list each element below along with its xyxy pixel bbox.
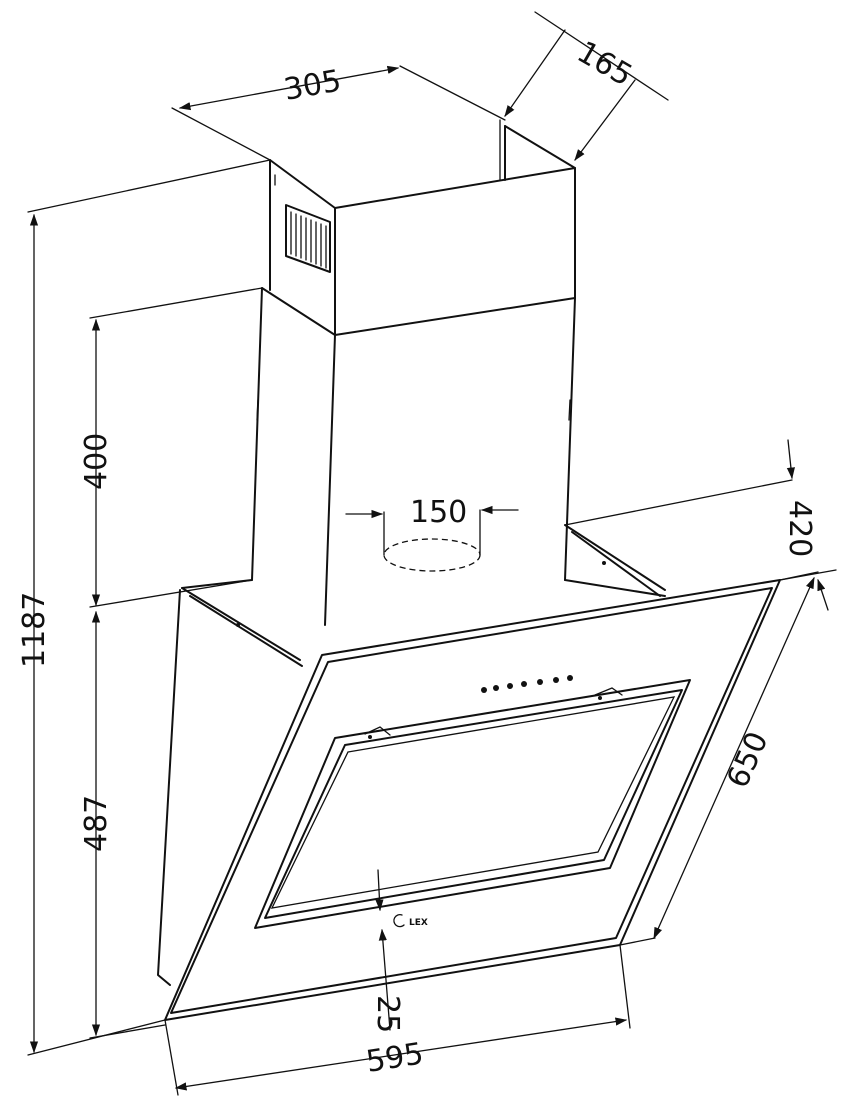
upper-chimney: [269, 119, 576, 336]
glass-front-panel: [164, 579, 781, 1021]
dim-glass-gap-label: 25: [370, 995, 405, 1033]
dim-total-width-label: 595: [364, 1036, 426, 1080]
dim-glass-length-label: 650: [720, 727, 775, 794]
brand-logo-text: LEX: [409, 918, 428, 928]
dim-chimney-width-label: 305: [281, 63, 343, 107]
dim-body-depth: 420: [564, 439, 837, 611]
lower-chimney: [251, 287, 576, 626]
dim-chimney-depth: 165: [504, 11, 669, 161]
dim-total-height-label: 1187: [17, 592, 52, 668]
dim-chimney-width: 305: [171, 63, 506, 161]
dim-lower-height: 487: [79, 610, 166, 1039]
dim-chimney-depth-label: 165: [571, 35, 638, 94]
dim-body-depth-label: 420: [782, 500, 817, 557]
dim-outlet-diameter-label: 150: [410, 495, 467, 530]
grease-filter-window: [254, 679, 691, 929]
dim-total-height: 1187: [17, 159, 271, 1056]
vent-grille-icon: [285, 204, 331, 273]
dim-lower-height-label: 487: [79, 795, 114, 852]
dim-chimney-height-label: 400: [79, 433, 114, 490]
brand-logo: LEX: [393, 913, 428, 928]
hood-body: [157, 524, 666, 986]
dim-outlet-diameter: 150: [345, 495, 519, 572]
dim-chimney-height: 400: [79, 287, 263, 608]
control-buttons: [481, 675, 573, 693]
